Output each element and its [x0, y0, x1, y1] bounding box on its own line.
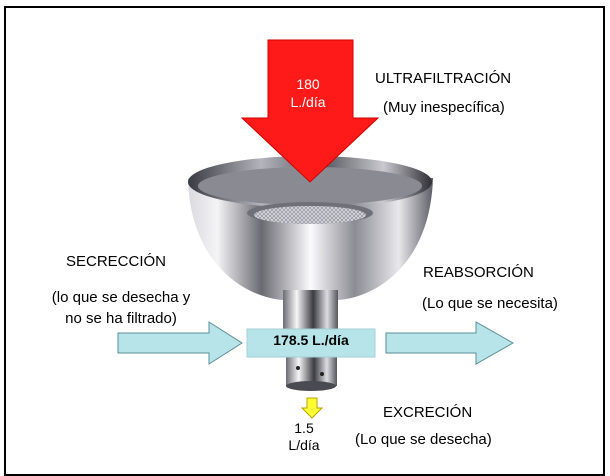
- excretion-flow-value: 1.5: [294, 420, 314, 436]
- filtered-flow-value: 178.5 L./día: [273, 332, 349, 348]
- secretion-subtitle: (lo que se desecha y no se ha filtrado): [28, 287, 214, 329]
- funnel-bowl: [188, 178, 433, 300]
- diagram-slide: 180 L./día ULTRAFILTRACIÓN (Muy inespecí…: [4, 6, 605, 476]
- reabsorption-arrow: [385, 321, 515, 365]
- ultrafiltration-subtitle: (Muy inespecífica): [383, 99, 505, 116]
- secretion-title: SECRECCIÓN: [66, 253, 167, 270]
- ultrafiltration-flow-label: 180 L./día: [288, 75, 328, 111]
- ultrafiltration-flow-unit: L./día: [290, 94, 326, 110]
- ultrafiltration-arrow: [240, 39, 380, 183]
- funnel-illustration: [117, 39, 515, 419]
- reabsorption-title: REABSORCIÓN: [423, 264, 534, 281]
- filtered-flow-box: [246, 328, 376, 358]
- secretion-arrow: [117, 321, 243, 365]
- funnel-sieve: [254, 206, 366, 224]
- secretion-subtitle-line2: no se ha filtrado): [65, 310, 177, 327]
- excretion-subtitle: (Lo que se desecha): [355, 431, 492, 448]
- reabsorption-subtitle: (Lo que se necesita): [422, 295, 558, 312]
- excretion-flow-unit: L/día: [288, 437, 320, 453]
- ultrafiltration-flow-value: 180: [296, 76, 320, 92]
- excretion-arrow: [300, 397, 324, 419]
- excretion-flow-label: 1.5 L/día: [284, 420, 324, 454]
- excretion-title: EXCRECIÓN: [383, 404, 473, 421]
- ultrafiltration-title: ULTRAFILTRACIÓN: [375, 70, 512, 87]
- secretion-subtitle-line1: (lo que se desecha y: [51, 289, 191, 306]
